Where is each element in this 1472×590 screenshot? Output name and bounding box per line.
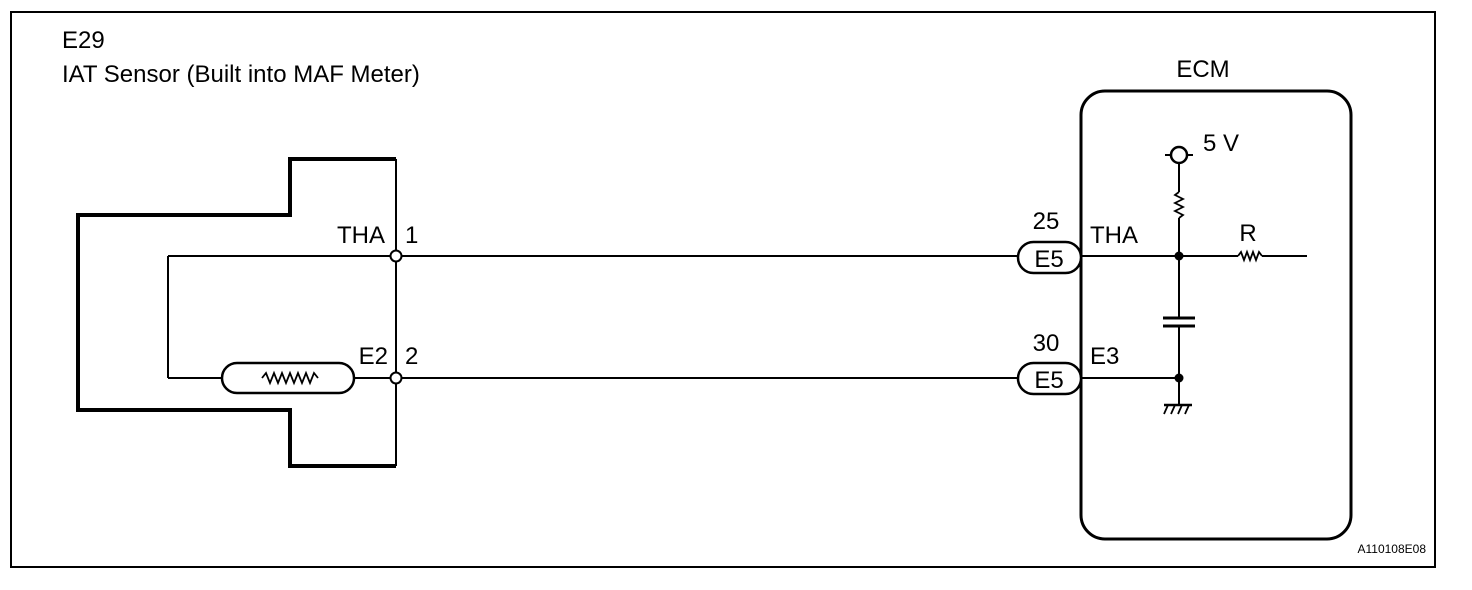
sensor-pin-signal-tha: THA xyxy=(337,222,385,249)
ecm-pin-number-30: 30 xyxy=(1033,330,1060,357)
ecm-signal-e3: E3 xyxy=(1090,343,1119,370)
ecm-signal-tha: THA xyxy=(1090,222,1138,249)
ecm-connector-label-top: E5 xyxy=(1034,246,1063,273)
sensor-pin-number-1: 1 xyxy=(405,222,418,249)
pullup-resistor-icon xyxy=(1172,191,1186,219)
terminal-pin-1 xyxy=(389,249,403,263)
ecm-connector-e5-top xyxy=(1016,240,1083,275)
supply-terminal-icon xyxy=(1165,145,1193,165)
ground-icon xyxy=(1163,403,1192,415)
ecm-pin-number-25: 25 xyxy=(1033,208,1060,235)
ecm-title: ECM xyxy=(1176,56,1229,83)
sensor-pin-number-2: 2 xyxy=(405,343,418,370)
junction-tha xyxy=(1174,251,1184,261)
sensor-body-outline xyxy=(76,157,396,468)
ecm-connector-label-bottom: E5 xyxy=(1034,367,1063,394)
sensor-name: IAT Sensor (Built into MAF Meter) xyxy=(62,61,420,88)
ecm-box xyxy=(1079,89,1353,541)
input-resistor-label: R xyxy=(1239,220,1256,247)
sensor-pin-signal-e2: E2 xyxy=(359,343,388,370)
input-resistor-icon xyxy=(1237,249,1263,263)
diagram-frame xyxy=(10,11,1436,568)
thermistor-icon xyxy=(220,361,356,395)
figure-code: A110108E08 xyxy=(1357,542,1426,556)
junction-e3 xyxy=(1174,373,1184,383)
capacitor-icon xyxy=(1163,316,1195,328)
supply-voltage-label: 5 V xyxy=(1203,130,1239,157)
sensor-code: E29 xyxy=(62,27,105,54)
terminal-pin-2 xyxy=(389,371,403,385)
